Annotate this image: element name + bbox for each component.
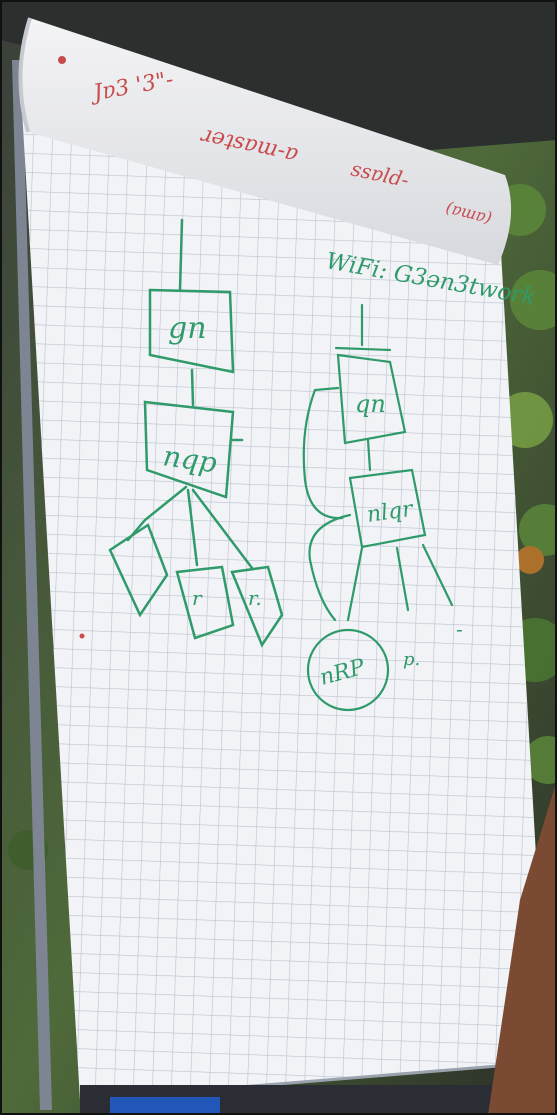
right-small-mark: p. bbox=[403, 649, 420, 670]
left-leaf-label-1: r bbox=[192, 586, 203, 610]
right-top-box-label: qn bbox=[355, 390, 386, 418]
right-dash-mark: - bbox=[456, 617, 463, 641]
left-top-box-label: gn bbox=[168, 311, 207, 346]
stray-red-dot bbox=[80, 634, 85, 639]
roll-red-dot bbox=[58, 56, 66, 64]
blue-marker bbox=[110, 1097, 220, 1115]
flip-chart-sheet bbox=[22, 110, 548, 1100]
left-leaf-label-2: r. bbox=[248, 586, 262, 610]
